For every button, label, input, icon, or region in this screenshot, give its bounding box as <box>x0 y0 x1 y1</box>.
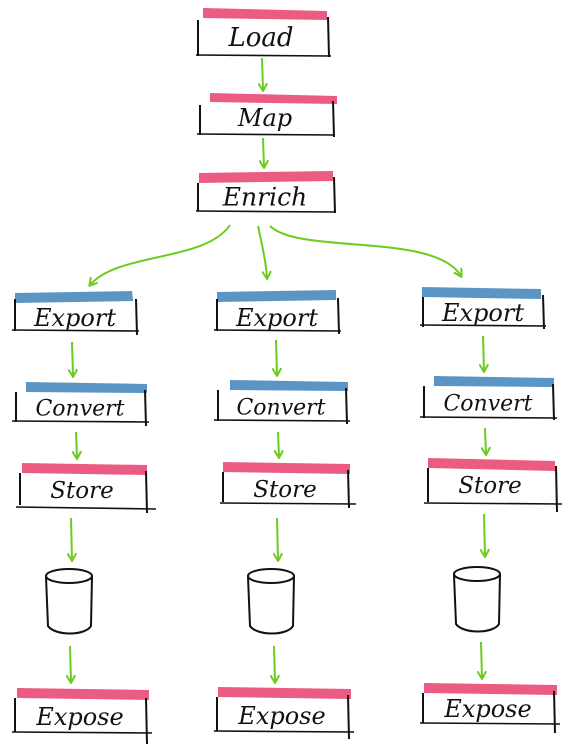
node-map: Map <box>196 93 337 138</box>
accent-bar <box>15 291 133 303</box>
node-label: Expose <box>237 702 325 730</box>
node-label: Store <box>253 477 316 503</box>
node-label: Enrich <box>222 183 307 212</box>
node-export: Export <box>419 287 547 330</box>
node-label: Export <box>235 304 318 332</box>
accent-bar <box>428 458 555 471</box>
node-convert: Convert <box>11 382 150 427</box>
accent-bar <box>223 462 350 474</box>
arrow <box>257 225 272 280</box>
node-convert: Convert <box>213 380 351 425</box>
arrow <box>67 341 78 378</box>
accent-bar <box>26 382 147 393</box>
node-label: Load <box>227 23 293 53</box>
node-label: Store <box>458 473 521 499</box>
accent-bar <box>424 683 557 695</box>
node-label: Map <box>237 104 292 132</box>
arrow <box>257 57 268 92</box>
accent-bar <box>203 8 327 20</box>
node-label: Store <box>50 478 113 504</box>
node-store: Store <box>423 458 563 513</box>
arrow <box>480 427 491 456</box>
database-cylinder-icon <box>45 568 93 635</box>
accent-bar <box>199 171 333 183</box>
branch-1: Export Convert Store Expose <box>11 291 157 745</box>
arrow <box>88 224 231 287</box>
accent-bar <box>22 463 147 475</box>
node-expose: Expose <box>213 687 355 740</box>
arrow <box>273 431 284 459</box>
node-expose: Expose <box>419 683 561 734</box>
database-cylinder-icon <box>453 566 501 633</box>
branch-3: Export Convert Store Expose <box>419 287 563 734</box>
accent-bar <box>434 376 554 387</box>
node-load: Load <box>195 8 332 58</box>
node-expose: Expose <box>11 688 153 745</box>
node-label: Expose <box>443 695 531 723</box>
branch-2: Export Convert Store Expose <box>213 290 357 740</box>
node-label: Convert <box>443 392 532 417</box>
accent-bar <box>17 688 149 700</box>
node-convert: Convert <box>419 376 558 421</box>
arrow <box>269 645 280 684</box>
arrow <box>476 641 487 680</box>
arrow <box>269 225 463 278</box>
node-store: Store <box>219 462 357 509</box>
database-cylinder-icon <box>247 568 295 635</box>
accent-bar <box>422 287 541 299</box>
arrow <box>71 431 82 460</box>
node-store: Store <box>15 463 157 514</box>
accent-bar <box>218 687 351 699</box>
node-enrich: Enrich <box>195 171 337 214</box>
node-label: Convert <box>236 396 325 421</box>
accent-bar <box>217 290 336 302</box>
node-export: Export <box>11 291 140 336</box>
node-label: Export <box>441 299 524 327</box>
accent-bar <box>230 380 348 391</box>
node-label: Export <box>33 304 116 332</box>
node-export: Export <box>213 290 342 335</box>
arrow <box>271 339 282 377</box>
node-label: Convert <box>35 397 124 422</box>
arrow <box>258 137 269 169</box>
arrow <box>65 645 76 684</box>
accent-bar <box>210 93 337 104</box>
arrow <box>272 517 283 562</box>
arrow <box>479 513 490 558</box>
node-label: Expose <box>35 703 123 731</box>
arrow <box>478 335 489 373</box>
arrow <box>66 517 77 562</box>
